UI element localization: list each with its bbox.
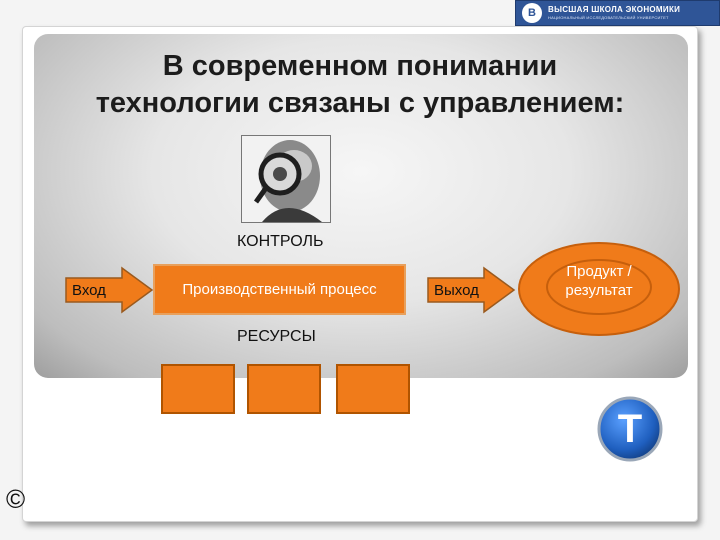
right-arrow-icon bbox=[427, 266, 516, 314]
right-arrow-icon bbox=[65, 266, 154, 314]
logo-subtitle: НАЦИОНАЛЬНЫЙ ИССЛЕДОВАТЕЛЬСКИЙ УНИВЕРСИТ… bbox=[548, 15, 669, 20]
magnifier-portrait-photo bbox=[241, 135, 331, 223]
logo-emblem-icon: В bbox=[522, 3, 542, 23]
control-label: КОНТРОЛЬ bbox=[237, 233, 324, 250]
result-label-line-2: результат bbox=[565, 282, 633, 299]
result-label: Продукт / результат bbox=[515, 262, 683, 300]
slide-title: В современном понимании технологии связа… bbox=[40, 48, 680, 122]
result-label-line-1: Продукт / bbox=[566, 263, 632, 280]
input-arrow: Вход bbox=[64, 266, 154, 314]
t-badge[interactable] bbox=[597, 396, 663, 462]
output-arrow: Выход bbox=[426, 266, 516, 314]
output-label: Выход bbox=[434, 281, 479, 299]
orange-ring-icon bbox=[518, 242, 680, 336]
university-logo: В ВЫСШАЯ ШКОЛА ЭКОНОМИКИ НАЦИОНАЛЬНЫЙ ИС… bbox=[515, 0, 720, 26]
resource-box bbox=[247, 364, 321, 414]
slide-title-line-2: технологии связаны с управлением: bbox=[95, 87, 625, 119]
resource-box bbox=[336, 364, 410, 414]
logo-text: ВЫСШАЯ ШКОЛА ЭКОНОМИКИ НАЦИОНАЛЬНЫЙ ИССЛ… bbox=[548, 6, 680, 20]
slide-title-line-1: В современном понимании bbox=[162, 50, 558, 82]
magnifier-portrait-icon bbox=[242, 136, 330, 222]
resource-box bbox=[161, 364, 235, 414]
logo-title: ВЫСШАЯ ШКОЛА ЭКОНОМИКИ bbox=[548, 5, 681, 14]
blue-circle-badge-icon bbox=[597, 396, 663, 462]
production-process-box: Производственный процесс bbox=[153, 264, 406, 315]
result-ring bbox=[515, 239, 683, 339]
copyright-symbol: © bbox=[6, 484, 26, 514]
input-label: Вход bbox=[72, 281, 106, 299]
resources-label: РЕСУРСЫ bbox=[237, 328, 316, 345]
badge-letter: T bbox=[617, 406, 643, 451]
